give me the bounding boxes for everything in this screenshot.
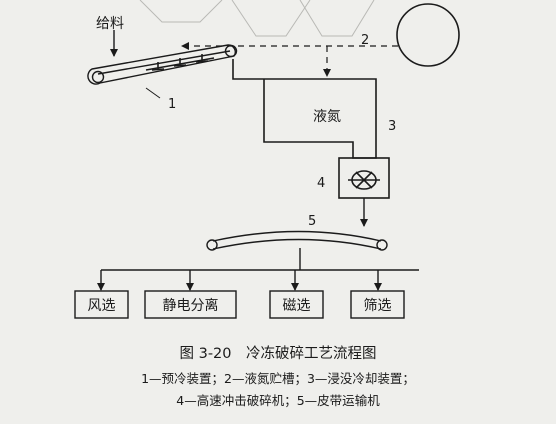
callout-2: 2 <box>361 33 369 48</box>
ln2-storage-tank <box>396 3 460 67</box>
output-label: 筛选 <box>364 298 392 314</box>
tank-label: 液氮 <box>313 109 341 125</box>
hopper-shapes <box>139 0 375 37</box>
callout-4: 4 <box>317 176 325 191</box>
impact-crusher <box>338 157 390 199</box>
feed-label: 给料 <box>96 16 124 32</box>
output-box-wind: 风选 <box>74 290 129 319</box>
output-box-magnetic: 磁选 <box>269 290 324 319</box>
output-label: 静电分离 <box>163 297 219 314</box>
belt-conveyor <box>206 230 388 251</box>
spray-nozzles <box>145 54 215 71</box>
figure-legend-line-2: 4—高速冲击破碎机；5—皮带运输机 <box>176 393 380 408</box>
output-box-electrostatic: 静电分离 <box>144 290 237 319</box>
precool-conveyor <box>87 44 238 85</box>
figure-title: 图 3-20 冷冻破碎工艺流程图 <box>179 346 377 362</box>
callout-1-leader <box>145 87 161 99</box>
figure-legend-line-1: 1—预冷装置；2—液氮贮槽；3—浸没冷却装置； <box>141 371 415 386</box>
output-box-screening: 筛选 <box>350 290 405 319</box>
callout-5: 5 <box>308 214 316 229</box>
distribution-lines <box>97 248 419 291</box>
output-label: 磁选 <box>283 298 311 314</box>
output-label: 风选 <box>88 298 116 314</box>
callout-3: 3 <box>388 119 396 134</box>
immersion-cooling-vessel <box>232 59 377 159</box>
callout-1: 1 <box>168 97 176 112</box>
